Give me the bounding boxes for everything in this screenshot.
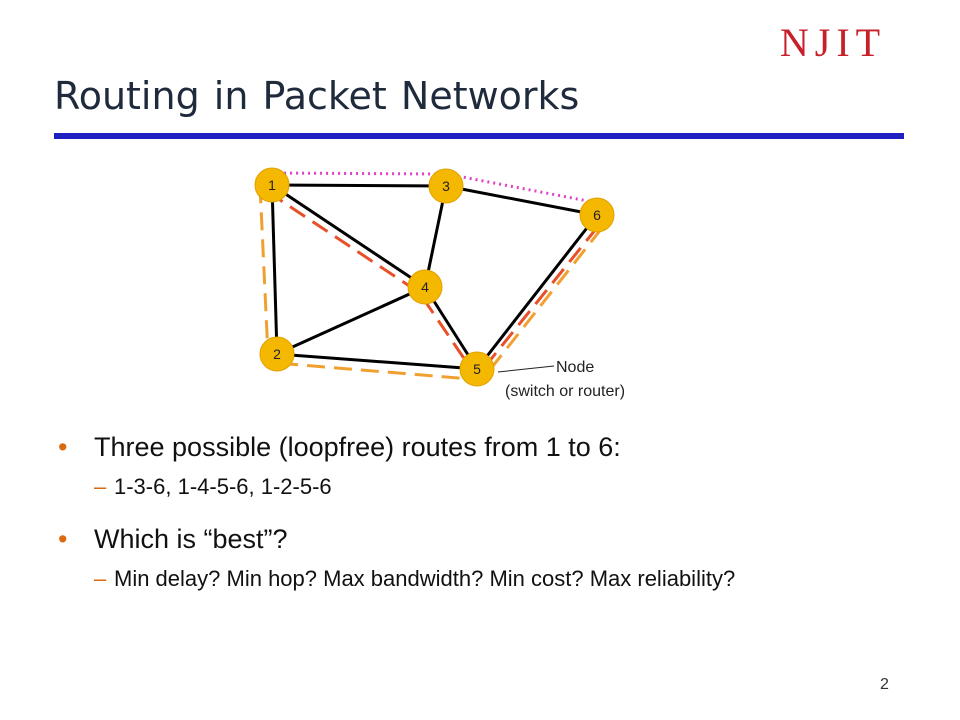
node-6: 6	[579, 197, 615, 233]
annotation-title: Node	[556, 359, 594, 376]
annotation: Node (switch or router)	[497, 359, 625, 400]
node-label: 1	[268, 177, 276, 193]
node-1: 1	[254, 167, 290, 203]
node-5: 5	[459, 351, 495, 387]
node-circle	[459, 351, 495, 387]
link-1-2	[270, 184, 279, 355]
node-2: 2	[259, 336, 295, 372]
annotation-subtitle: (switch or router)	[505, 383, 625, 400]
node-label: 2	[273, 346, 281, 362]
bullet-list: • Three possible (loopfree) routes from …	[58, 428, 918, 594]
sub-bullet-marker: –	[94, 566, 107, 591]
bullet-text: Three possible (loopfree) routes from 1 …	[94, 432, 621, 462]
network-diagram: 1 2 3 4 5 6 Node (switch or router)	[254, 167, 625, 400]
page-number: 2	[880, 676, 889, 693]
link-2-4	[276, 285, 426, 356]
node-label: 6	[593, 207, 601, 223]
title-underline	[54, 133, 904, 139]
route-1-4-5-6	[266, 190, 605, 380]
node-label: 4	[421, 279, 429, 295]
node-circle	[579, 197, 615, 233]
node-label: 5	[473, 361, 481, 377]
bullet-item: • Three possible (loopfree) routes from …	[58, 428, 918, 466]
node-4: 4	[407, 269, 443, 305]
node-circle	[428, 168, 464, 204]
bullet-marker: •	[58, 524, 68, 554]
bullet-item: • Which is “best”?	[58, 520, 918, 558]
sub-bullet-item: – Min delay? Min hop? Max bandwidth? Min…	[94, 564, 918, 594]
link-3-6	[445, 184, 598, 217]
link-5-6	[475, 214, 599, 370]
slide-title: Routing in Packet Networks	[54, 74, 580, 118]
sub-bullet-item: – 1-3-6, 1-4-5-6, 1-2-5-6	[94, 472, 918, 502]
node-circle	[254, 167, 290, 203]
link-1-3	[271, 183, 447, 188]
annotation-pointer	[497, 365, 555, 373]
link-1-4	[271, 183, 426, 289]
node-3: 3	[428, 168, 464, 204]
sub-bullet-text: 1-3-6, 1-4-5-6, 1-2-5-6	[114, 474, 332, 499]
bullet-marker: •	[58, 432, 68, 462]
route-1-2-5-6	[258, 185, 608, 382]
link-2-5	[276, 352, 478, 371]
nodes-layer: 1 2 3 4 5 6	[254, 167, 615, 387]
sub-bullet-marker: –	[94, 474, 107, 499]
node-circle	[407, 269, 443, 305]
njit-logo: NJIT	[780, 20, 886, 65]
node-label: 3	[442, 178, 450, 194]
node-circle	[259, 336, 295, 372]
logo-text: NJIT	[780, 20, 886, 65]
sub-bullet-text: Min delay? Min hop? Max bandwidth? Min c…	[114, 566, 736, 591]
bullet-text: Which is “best”?	[94, 524, 288, 554]
